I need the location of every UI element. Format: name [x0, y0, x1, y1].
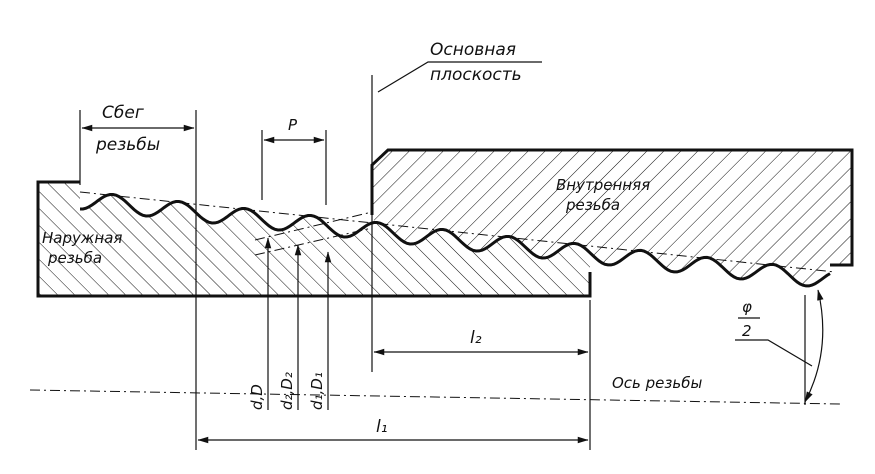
internal-label-1: Внутренняя: [556, 176, 650, 194]
external-label-2: резьба: [47, 249, 102, 267]
d-major-label: d,D: [248, 384, 266, 410]
external-thread-outline: [36, 180, 592, 298]
runout-label-2: резьбы: [95, 135, 160, 155]
pitch-label: P: [288, 116, 298, 134]
main-plane-leader: [377, 61, 542, 93]
d-minor-label: d₁,D₁: [308, 372, 326, 410]
angle-label-numerator: φ: [742, 298, 752, 316]
external-thread-body: [38, 182, 590, 296]
thread-profile: [80, 193, 831, 288]
angle-label-denominator: 2: [742, 322, 752, 340]
l2-label: l₂: [470, 328, 482, 348]
internal-label-2: резьба: [565, 196, 620, 214]
l1-label: l₁: [376, 417, 388, 437]
d-pitch-label: d₂,D₂: [278, 372, 296, 410]
thread-axis-line: [29, 389, 841, 405]
main-plane-label-1: Основная: [430, 40, 516, 60]
external-label-1: Наружная: [42, 229, 122, 247]
runout-label-1: Сбег: [102, 103, 144, 123]
angle-leader: [735, 339, 813, 367]
taper-line-mid: [254, 211, 373, 241]
internal-thread-body: [372, 150, 852, 286]
angle-arc: [804, 289, 824, 403]
taper-line-top: [79, 191, 836, 273]
main-plane-label-2: плоскость: [430, 65, 522, 85]
axis-label: Ось резьбы: [612, 374, 702, 392]
taper-line-low: [254, 227, 373, 256]
